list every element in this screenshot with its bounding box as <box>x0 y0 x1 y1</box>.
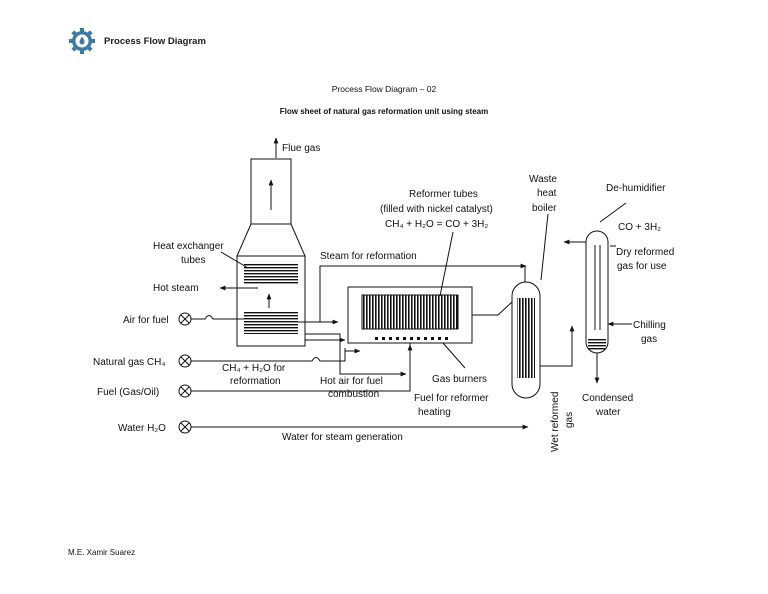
burner-pointer <box>442 342 466 369</box>
air-fuel-line <box>191 315 244 320</box>
label-steam-reformation: Steam for reformation <box>320 251 417 262</box>
furnace-hood <box>236 223 306 257</box>
label-waste: Waste <box>529 174 557 185</box>
author-name: M.E. Xamir Suarez <box>68 548 136 557</box>
label-hot-steam: Hot steam <box>153 283 199 294</box>
label-hot-air-2: combustion <box>328 389 379 400</box>
label-boiler: boiler <box>532 203 557 214</box>
label-dry-1: Dry reformed <box>616 247 674 258</box>
label-heat: heat <box>537 188 557 199</box>
label-flue-gas: Flue gas <box>282 143 320 154</box>
heat-exchanger-tubes-lower <box>244 312 298 334</box>
label-natural-gas: Natural gas CH₄ <box>93 357 165 368</box>
natural-gas-line <box>191 348 346 362</box>
page-header: Process Flow Diagram <box>68 27 206 55</box>
dehumidifier-vessel <box>585 230 609 354</box>
label-water: Water H₂O <box>118 423 166 434</box>
label-hx-2: tubes <box>181 255 205 266</box>
label-gas-burners: Gas burners <box>432 374 487 385</box>
label-condensed-1: Condensed <box>582 393 633 404</box>
hot-air-line <box>305 333 405 375</box>
label-reformer-tubes-2: (filled with nickel catalyst) <box>380 204 493 215</box>
furnace-body <box>236 255 306 347</box>
gas-burner-row <box>375 337 448 340</box>
dehumidifier-pointer <box>599 202 627 223</box>
label-hot-air-1: Hot air for fuel <box>320 376 383 387</box>
label-fuel-ref-2: heating <box>418 407 451 418</box>
condensed-water-pool <box>588 338 606 351</box>
label-ch4-h2o-1: CH₄ + H₂O for <box>222 363 286 374</box>
header-title: Process Flow Diagram <box>104 35 206 47</box>
label-fuel-ref-1: Fuel for reformer <box>414 393 489 404</box>
document-subtitle: Flow sheet of natural gas reformation un… <box>279 107 489 116</box>
chimney-stack <box>250 158 292 225</box>
gear-drop-icon <box>69 28 95 54</box>
label-ch4-h2o-2: reformation <box>230 376 281 387</box>
label-co-3h2: CO + 3H₂ <box>618 222 661 233</box>
label-wet-2: gas <box>564 412 575 428</box>
label-chilling-2: gas <box>641 334 657 345</box>
heat-exchanger-tubes-upper <box>244 263 298 285</box>
document-title: Process Flow Diagram – 02 <box>331 84 437 94</box>
label-dehumidifier: De-humidifier <box>606 183 666 194</box>
wet-gas-line <box>540 328 573 367</box>
label-wet-1: Wet reformed <box>550 392 561 452</box>
label-reformer-tubes: Reformer tubes <box>409 189 478 200</box>
boiler-pointer <box>540 213 549 281</box>
waste-heat-boiler <box>511 281 541 399</box>
label-dry-2: gas for use <box>617 261 667 272</box>
label-reformer-eq: CH₄ + H₂O = CO + 3H₂ <box>385 219 488 230</box>
label-air-fuel: Air for fuel <box>123 315 169 326</box>
hx-pointer <box>220 251 249 269</box>
label-water-steam: Water for steam generation <box>282 432 403 443</box>
label-chilling-1: Chilling <box>633 320 666 331</box>
label-fuel: Fuel (Gas/Oil) <box>97 387 159 398</box>
reformer-tubes <box>361 294 459 330</box>
label-condensed-2: water <box>595 407 621 418</box>
label-hx-1: Heat exchanger <box>153 241 224 252</box>
reformer-pointer <box>439 231 454 297</box>
boiler-tubes <box>517 298 535 378</box>
reformer-outlet-line <box>472 301 513 316</box>
